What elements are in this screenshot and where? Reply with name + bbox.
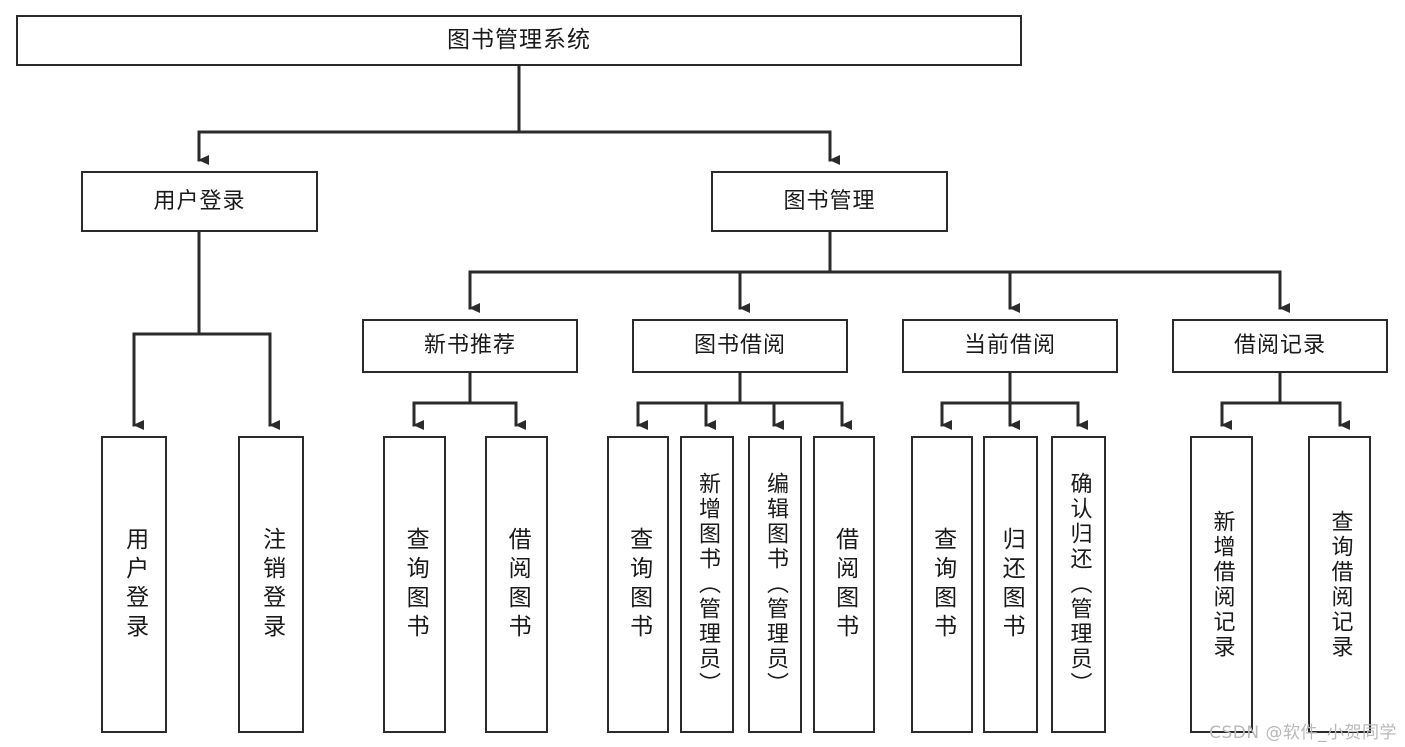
node-leaf-add-record-label: 新增借阅记录 <box>1209 509 1235 660</box>
node-leaf-query-book-1-label: 查询图书 <box>402 526 429 643</box>
node-new-book-rec[interactable]: 新书推荐 <box>362 319 578 373</box>
node-leaf-query-record-label: 查询借阅记录 <box>1327 509 1353 660</box>
node-leaf-borrow-book-1[interactable]: 借阅图书 <box>485 436 548 733</box>
node-borrow-record[interactable]: 借阅记录 <box>1172 319 1388 373</box>
node-root-label: 图书管理系统 <box>447 26 591 53</box>
node-leaf-add-book-label: 新增图书（管理员） <box>694 472 720 697</box>
node-borrow-record-label: 借阅记录 <box>1233 333 1326 359</box>
node-leaf-return-book-label: 归还图书 <box>998 526 1025 643</box>
node-leaf-user-login[interactable]: 用户登录 <box>101 436 167 733</box>
node-current-borrow[interactable]: 当前借阅 <box>902 319 1118 373</box>
node-leaf-query-book-3-label: 查询图书 <box>929 526 956 643</box>
node-leaf-query-book-2[interactable]: 查询图书 <box>607 436 669 733</box>
node-leaf-query-record[interactable]: 查询借阅记录 <box>1308 436 1371 733</box>
node-leaf-logout[interactable]: 注销登录 <box>238 436 304 733</box>
node-leaf-confirm-return[interactable]: 确认归还（管理员） <box>1051 436 1106 733</box>
node-leaf-logout-label: 注销登录 <box>258 526 285 643</box>
node-leaf-confirm-return-label: 确认归还（管理员） <box>1066 472 1092 697</box>
node-leaf-borrow-book-1-label: 借阅图书 <box>504 526 531 643</box>
node-leaf-borrow-book-2-label: 借阅图书 <box>831 526 858 643</box>
node-leaf-add-book[interactable]: 新增图书（管理员） <box>680 436 734 733</box>
node-root[interactable]: 图书管理系统 <box>16 15 1022 66</box>
node-current-borrow-label: 当前借阅 <box>963 333 1056 359</box>
node-leaf-edit-book[interactable]: 编辑图书（管理员） <box>748 436 802 733</box>
node-leaf-add-record[interactable]: 新增借阅记录 <box>1190 436 1253 733</box>
node-new-book-rec-label: 新书推荐 <box>423 333 516 359</box>
node-leaf-return-book[interactable]: 归还图书 <box>983 436 1038 733</box>
node-user-login-label: 用户登录 <box>153 188 246 214</box>
node-leaf-query-book-1[interactable]: 查询图书 <box>383 436 446 733</box>
node-leaf-borrow-book-2[interactable]: 借阅图书 <box>813 436 875 733</box>
node-book-borrow-label: 图书借阅 <box>693 333 786 359</box>
node-book-borrow[interactable]: 图书借阅 <box>632 319 848 373</box>
node-leaf-query-book-3[interactable]: 查询图书 <box>911 436 973 733</box>
node-leaf-query-book-2-label: 查询图书 <box>625 526 652 643</box>
csdn-watermark: CSDN @软件_小贺同学 <box>1209 723 1397 743</box>
node-book-manage-label: 图书管理 <box>783 188 876 214</box>
node-user-login[interactable]: 用户登录 <box>81 171 318 232</box>
node-leaf-user-login-label: 用户登录 <box>121 526 148 643</box>
node-book-manage[interactable]: 图书管理 <box>711 171 948 232</box>
node-leaf-edit-book-label: 编辑图书（管理员） <box>762 472 788 697</box>
